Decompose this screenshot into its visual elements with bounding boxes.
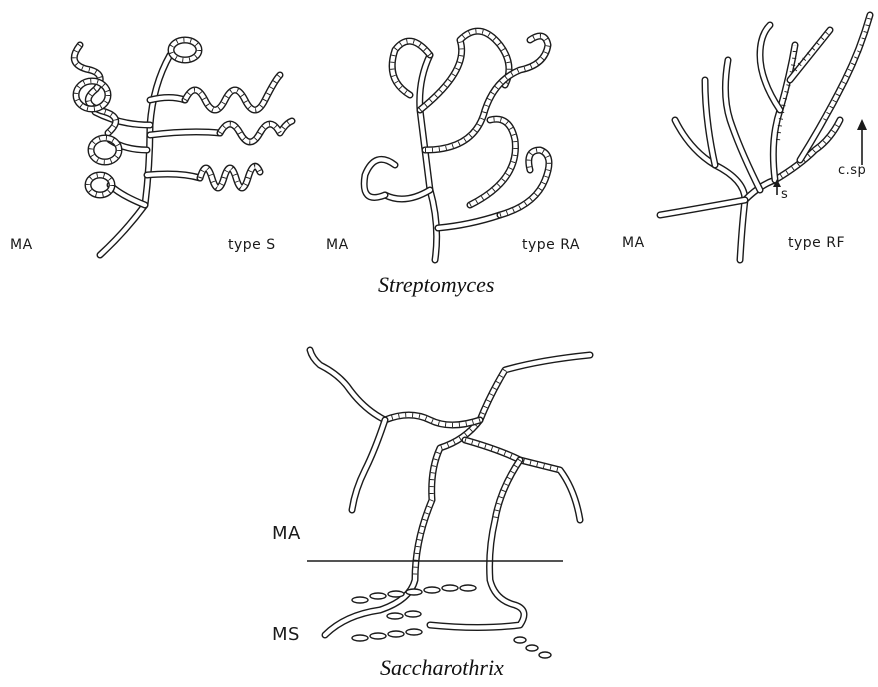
type-rf-hyphae (660, 15, 870, 260)
saccharothrix-caption: Saccharothrix (380, 655, 504, 681)
panel-ra-type-label: type RA (522, 237, 580, 253)
panel-type-ra-drawing (364, 31, 549, 260)
panel-rf-type-label: type RF (788, 235, 845, 251)
panel-rf-ma-label: MA (622, 235, 645, 251)
panel-type-rf-drawing (660, 15, 870, 260)
type-ra-loops (364, 31, 549, 215)
panel-rf-csp-annotation: c.sp (838, 163, 866, 178)
saccharothrix-hyphae (310, 350, 590, 635)
panel-s-ma-label: MA (10, 237, 33, 253)
panel-rf-s-annotation: s (781, 187, 788, 202)
saccharothrix-ma-label: MA (272, 523, 301, 544)
saccharothrix-ms-label: MS (272, 624, 300, 645)
panel-s-type-label: type S (228, 237, 276, 253)
panel-type-s-drawing (74, 40, 292, 255)
saccharothrix-drawing (307, 350, 590, 658)
panel-ra-ma-label: MA (326, 237, 349, 253)
streptomyces-caption: Streptomyces (378, 272, 494, 298)
